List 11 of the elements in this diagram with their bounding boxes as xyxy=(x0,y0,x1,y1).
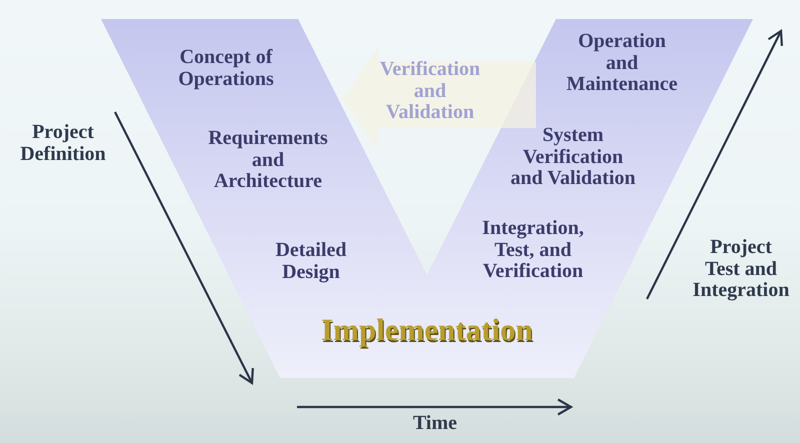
direction-label: Project Definition xyxy=(20,121,106,164)
phase-label: Detailed Design xyxy=(275,239,347,282)
phase-label: Integration, Test, and Verification xyxy=(482,217,584,282)
phase-label: Concept of Operations xyxy=(178,46,274,90)
axis-label: Time xyxy=(412,412,458,434)
phase-label: Operation and Maintenance xyxy=(566,30,678,95)
phase-label: Requirements and Architecture xyxy=(208,127,328,192)
direction-label: Project Test and Integration xyxy=(692,236,790,301)
arrow-label: Verification and Validation xyxy=(380,58,480,123)
phase-label: Implementation xyxy=(321,312,533,347)
phase-label: System Verification and Validation xyxy=(510,124,636,189)
